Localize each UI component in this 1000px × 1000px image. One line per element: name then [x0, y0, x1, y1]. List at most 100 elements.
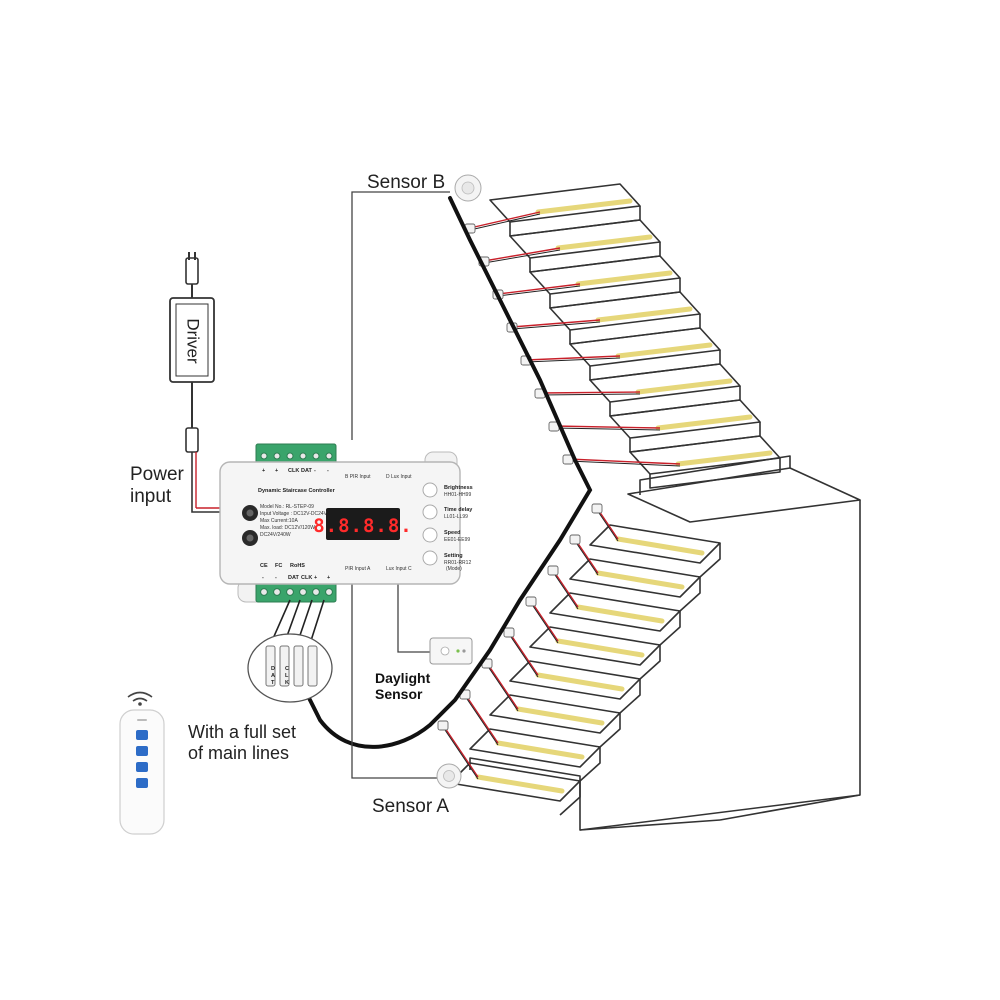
stair-riser — [619, 679, 641, 714]
stair-side-wall — [719, 500, 861, 821]
sensor-b-label: Sensor B — [367, 172, 446, 193]
stair-riser — [529, 242, 661, 273]
stair-riser — [609, 386, 741, 417]
step-black-wire — [525, 357, 621, 363]
terminal-screw — [312, 452, 320, 460]
stair-riser — [659, 611, 681, 646]
terminal-screw — [299, 588, 307, 596]
led-strip — [655, 414, 753, 431]
stair-riser — [549, 278, 681, 309]
stair-riser — [589, 350, 721, 381]
button-code: RR01-RR12 — [444, 560, 471, 566]
stair-riser — [509, 206, 641, 237]
step-black-wire — [508, 633, 539, 678]
step-black-wire — [511, 321, 601, 330]
led-strip — [535, 198, 633, 215]
stair-riser — [639, 645, 661, 680]
led-strip — [575, 270, 673, 287]
step-red-wire — [574, 538, 599, 574]
step-black-wire — [596, 509, 619, 542]
model-spec-line: DC24V/240W — [260, 532, 291, 538]
terminal-screw — [260, 588, 268, 596]
stair-tread — [529, 626, 661, 666]
led-strip — [495, 740, 585, 760]
stair-riser — [569, 314, 701, 345]
lux-input-d-label: D Lux Input — [386, 474, 412, 480]
top-terminal-label: + — [262, 468, 265, 474]
bottom-terminal-label: - — [262, 575, 264, 581]
terminal-screw — [273, 588, 281, 596]
stair-base — [469, 757, 721, 831]
model-spec-line: Model No.: RL-STEP-09 — [260, 504, 314, 510]
top-terminal-label: - — [314, 468, 316, 474]
plug-label: D — [271, 666, 275, 672]
led-strip — [575, 604, 665, 624]
terminal-screw — [325, 452, 333, 460]
stair-riser — [629, 422, 761, 453]
step-black-wire — [553, 427, 661, 431]
step-red-wire — [553, 425, 661, 429]
daylight-sensor-device — [429, 637, 473, 665]
led-strip — [515, 706, 605, 726]
stair-tread — [489, 694, 621, 734]
step-black-wire — [486, 664, 519, 712]
remote-control — [119, 691, 165, 835]
step-black-wire — [539, 393, 641, 396]
button-label: Setting — [444, 553, 463, 559]
sensor-a-wire — [351, 580, 440, 779]
step-wiring — [437, 211, 681, 780]
model-spec-line: Input Voltage : DC12V-DC24V — [260, 511, 328, 517]
lux-input-c-label: Lux Input C — [386, 566, 412, 572]
plug-label: T — [271, 680, 275, 686]
pir-input-b-label: B PIR Input — [345, 474, 371, 480]
step-red-wire — [530, 600, 559, 642]
step-red-wire — [525, 355, 621, 361]
daylight-line2: Sensor — [375, 686, 423, 703]
top-terminal-label: + — [275, 468, 278, 474]
power-input-line2: input — [130, 485, 172, 507]
led-strip — [535, 672, 625, 692]
terminal-screw — [260, 452, 268, 460]
main-data-cable — [298, 196, 593, 749]
step-red-wire — [511, 319, 601, 328]
led-strip — [475, 774, 565, 794]
stair-tread — [589, 524, 721, 564]
terminal-screw — [299, 452, 307, 460]
stair-tread — [509, 660, 641, 700]
daylight-sensor-label: Daylight Sensor — [375, 670, 430, 702]
step-black-wire — [530, 602, 559, 644]
button-code: HH01-HH99 — [444, 492, 471, 498]
button-code: LL01-LL99 — [444, 514, 468, 520]
step-black-wire — [567, 460, 681, 467]
button-label: Time delay — [444, 507, 473, 513]
step-black-wire — [464, 695, 499, 746]
button-label: Brightness — [444, 485, 473, 491]
led-strip — [615, 536, 705, 556]
step-red-wire — [442, 724, 479, 778]
cert-mark: CE — [260, 563, 268, 569]
bottom-terminal-label: + — [314, 575, 317, 581]
led-strip — [555, 638, 645, 658]
power-input-line1: Power — [130, 464, 184, 485]
step-black-wire — [552, 571, 579, 610]
segment-display: 8.8.8.8. — [313, 515, 413, 537]
step-red-wire — [469, 211, 541, 229]
top-terminal-label: DAT — [301, 468, 313, 474]
daylight-line1: Daylight — [375, 670, 431, 686]
stair-tread — [469, 728, 601, 768]
staircase-drawing — [449, 183, 861, 831]
plug-label: A — [271, 673, 275, 679]
step-connector — [503, 627, 515, 638]
stair-landing-edge — [639, 455, 791, 495]
cert-mark: FC — [275, 563, 282, 569]
bottom-terminal-label: DAT — [288, 575, 300, 581]
step-connector — [569, 534, 581, 545]
bottom-terminal-label: + — [327, 575, 330, 581]
step-red-wire — [508, 631, 539, 676]
step-connector — [591, 503, 603, 514]
main-lines-line1: With a full set — [188, 722, 297, 742]
stair-base-edge — [579, 794, 861, 831]
led-strip — [555, 234, 653, 251]
